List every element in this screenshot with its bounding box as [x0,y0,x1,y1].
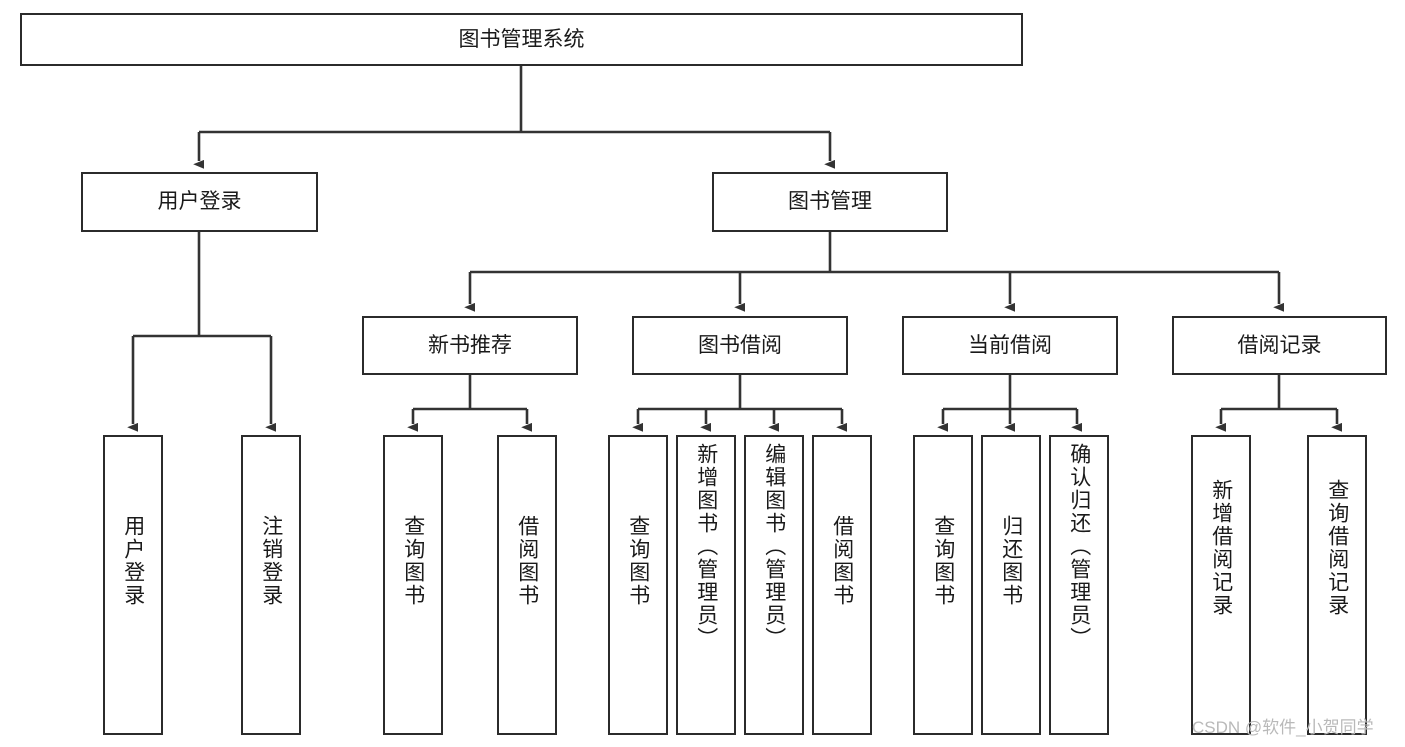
node-leaf-query-record[interactable]: 查询借阅记录 [1307,435,1367,735]
node-new-book-recommend-label: 新书推荐 [428,333,512,357]
node-book-borrow-label: 图书借阅 [698,333,782,357]
node-leaf-borrow-book-1-label: 借阅图书 [515,515,539,607]
node-leaf-user-login[interactable]: 用户登录 [103,435,163,735]
node-leaf-query-book-1[interactable]: 查询图书 [383,435,443,735]
node-leaf-logout-label: 注销登录 [259,515,283,607]
node-leaf-borrow-book-2-label: 借阅图书 [830,515,854,607]
node-root[interactable]: 图书管理系统 [20,13,1023,66]
node-leaf-add-record-label: 新增借阅记录 [1209,479,1233,617]
node-leaf-query-record-label: 查询借阅记录 [1325,479,1349,617]
node-borrow-record-label: 借阅记录 [1237,333,1322,357]
node-leaf-add-book[interactable]: 新增图书（管理员） [676,435,736,735]
node-user-login-label: 用户登录 [157,190,242,214]
node-leaf-borrow-book-2[interactable]: 借阅图书 [812,435,872,735]
node-borrow-record[interactable]: 借阅记录 [1172,316,1387,375]
node-root-label: 图书管理系统 [458,27,585,51]
node-new-book-recommend[interactable]: 新书推荐 [362,316,578,375]
node-book-manage-label: 图书管理 [788,190,872,214]
node-leaf-edit-book-label: 编辑图书（管理员） [762,443,786,650]
node-leaf-query-book-3-label: 查询图书 [931,515,955,607]
node-leaf-return-book-label: 归还图书 [999,515,1023,607]
node-user-login[interactable]: 用户登录 [81,172,318,232]
node-leaf-user-login-label: 用户登录 [121,515,145,607]
node-leaf-return-book[interactable]: 归还图书 [981,435,1041,735]
node-leaf-logout[interactable]: 注销登录 [241,435,301,735]
node-book-borrow[interactable]: 图书借阅 [632,316,848,375]
node-leaf-edit-book[interactable]: 编辑图书（管理员） [744,435,804,735]
node-leaf-query-book-2[interactable]: 查询图书 [608,435,668,735]
node-leaf-query-book-3[interactable]: 查询图书 [913,435,973,735]
csdn-watermark: CSDN @软件_小贺同学 [1192,718,1374,737]
node-current-borrow-label: 当前借阅 [968,333,1052,357]
node-leaf-confirm-return[interactable]: 确认归还（管理员） [1049,435,1109,735]
node-leaf-borrow-book-1[interactable]: 借阅图书 [497,435,557,735]
node-leaf-add-record[interactable]: 新增借阅记录 [1191,435,1251,735]
node-leaf-confirm-return-label: 确认归还（管理员） [1067,443,1091,650]
node-leaf-query-book-2-label: 查询图书 [626,515,650,607]
node-current-borrow[interactable]: 当前借阅 [902,316,1118,375]
node-leaf-query-book-1-label: 查询图书 [401,515,425,607]
node-leaf-add-book-label: 新增图书（管理员） [694,443,718,650]
node-book-manage[interactable]: 图书管理 [712,172,948,232]
